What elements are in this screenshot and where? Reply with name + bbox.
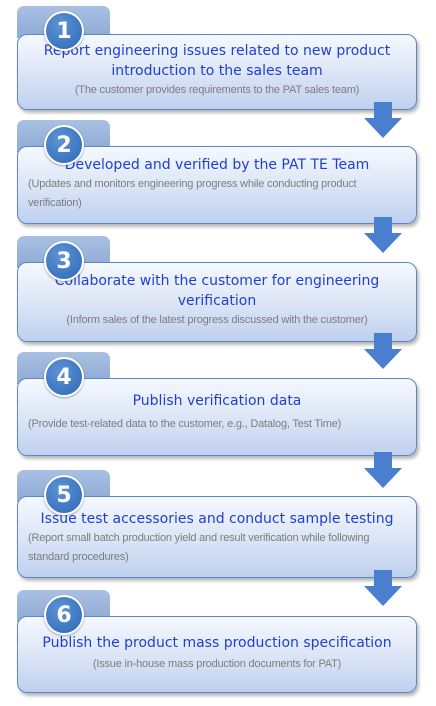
step-5-number-badge: 5	[44, 475, 84, 515]
step-3-number-badge: 3	[44, 241, 84, 281]
arrow-down-icon	[364, 570, 402, 606]
step-4-title: Publish verification data	[132, 393, 302, 409]
step-1-title: Report engineering issues related to new…	[43, 43, 391, 79]
arrow-down-icon	[364, 452, 402, 488]
arrow-down-icon	[364, 102, 402, 138]
step-3-box: Collaborate with the customer for engine…	[17, 262, 417, 342]
step-2-box: Developed and verified by the PAT TE Tea…	[17, 146, 417, 224]
step-3-title: Collaborate with the customer for engine…	[54, 273, 380, 309]
step-2-detail: (Updates and monitors engineering progre…	[28, 178, 357, 209]
arrow-down-icon	[364, 333, 402, 369]
step-1-detail: (The customer provides requirements to t…	[74, 84, 360, 96]
step-5-box: Issue test accessories and conduct sampl…	[17, 496, 417, 578]
step-2-title: Developed and verified by the PAT TE Tea…	[64, 157, 370, 173]
step-1-box: Report engineering issues related to new…	[17, 34, 417, 110]
step-5-title: Issue test accessories and conduct sampl…	[40, 511, 394, 527]
step-4-box: Publish verification data (Provide test-…	[17, 378, 417, 456]
step-1-number-badge: 1	[44, 11, 84, 51]
step-6-detail: (Issue in-house mass production document…	[92, 658, 342, 670]
step-5-detail: (Report small batch production yield and…	[28, 532, 370, 563]
step-6-title: Publish the product mass production spec…	[42, 635, 392, 651]
step-6-box: Publish the product mass production spec…	[17, 616, 417, 693]
step-3-detail: (Inform sales of the latest progress dis…	[66, 314, 368, 326]
step-4-number-badge: 4	[44, 357, 84, 397]
step-4-detail: (Provide test-related data to the custom…	[28, 418, 342, 430]
step-2-number-badge: 2	[44, 125, 84, 165]
arrow-down-icon	[364, 217, 402, 253]
step-6-number-badge: 6	[44, 595, 84, 635]
